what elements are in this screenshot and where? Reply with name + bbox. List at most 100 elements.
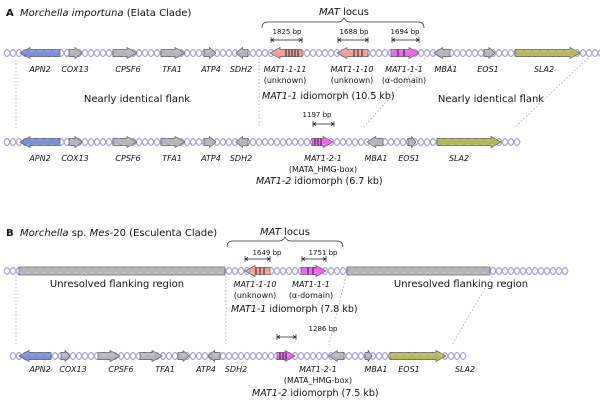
gene-label-mat1-1-11: MAT1-1-11 (264, 65, 307, 74)
panel-b-letter: B (6, 228, 14, 239)
gene-arrow-sdh2 (235, 46, 249, 60)
gene-label-apn2: APN2 (28, 154, 50, 163)
idiomorph-label-mat1-2: MAT1-2 idiomorph (6.7 kb) (256, 176, 383, 187)
size-label: 1825 bp (273, 28, 302, 36)
size-dimension-line (270, 37, 303, 43)
size-dimension-line (301, 256, 327, 262)
size-label: 1649 bp (253, 249, 282, 257)
panel-a-row1-labels: APN2 COX13 CPSF6 TFA1 ATP4 SDH2 MAT1-1-1… (28, 65, 554, 105)
gene-arrow-mba1 (328, 349, 345, 363)
size-label: 1751 bp (309, 249, 338, 257)
gene-label-atp4: ATP4 (200, 65, 221, 74)
gene-label-sla2: SLA2 (455, 365, 475, 374)
gene-label-sla2: SLA2 (449, 154, 469, 163)
gene-arrow-cpsf6 (112, 135, 138, 149)
flank-label-right: Nearly identical flank (438, 94, 544, 105)
panel-b-row1-labels: 1649 bp 1751 bp Unresolved flanking regi… (50, 249, 528, 315)
gene-arrow-tfa1 (139, 349, 163, 363)
gene-desc-mat1-1-11: (unknown) (264, 76, 307, 85)
gene-label-mat1-1-1: MAT1-1-1 (292, 280, 330, 289)
gene-arrow-eos1 (407, 135, 417, 149)
gene-label-apn2: APN2 (28, 65, 50, 74)
gene-arrow-mat1-1-1 (300, 264, 327, 278)
gene-arrow-sdh2 (207, 349, 221, 363)
gene-arrow-mat1-2-1 (276, 349, 296, 363)
gene-arrow-mat1-1-10 (336, 46, 369, 60)
gene-arrow-atp4 (203, 135, 217, 149)
size-dimension-line (244, 256, 271, 262)
size-label: 1286 bp (309, 325, 338, 333)
gene-desc-mat1-2-1: (MATA_HMG-box) (289, 165, 357, 174)
panel-a-locus-brace (261, 17, 425, 29)
gene-arrow-sla2 (436, 135, 502, 149)
gene-desc-mat1-2-1: (MATA_HMG-box) (284, 376, 352, 385)
gene-arrow-cox13 (68, 46, 83, 60)
panel-b-title: Morchella sp. Mes-20 (Esculenta Clade) (20, 228, 217, 239)
gene-label-mba1: MBA1 (435, 65, 458, 74)
gene-arrow-cox13 (68, 135, 83, 149)
size-label: 1694 bp (391, 28, 420, 36)
gene-arrow-atp4 (177, 349, 190, 363)
gene-arrow-mba1 (433, 46, 451, 60)
panel-b-locus-brace (226, 236, 344, 248)
panel-a-guides (15, 57, 589, 129)
gene-arrow-apn2 (18, 349, 52, 363)
gene-label-mat1-1-1: MAT1-1-1 (385, 65, 423, 74)
gene-arrow-mat1-1-10 (244, 264, 271, 278)
size-dimension-line (312, 121, 335, 127)
gene-label-mba1: MBA1 (365, 365, 388, 374)
gene-arrow-cpsf6 (97, 349, 121, 363)
panel-b-locus-label: MAT locus (260, 227, 310, 238)
idiomorph-label-mat1-1: MAT1-1 idiomorph (7.8 kb) (231, 304, 358, 315)
gene-arrow-tfa1 (160, 46, 186, 60)
gene-label-atp4: ATP4 (200, 154, 221, 163)
gene-label-eos1: EOS1 (398, 154, 420, 163)
gene-arrow-cox13 (60, 349, 71, 363)
gene-desc-mat1-1-1: (α-domain) (289, 291, 333, 300)
gene-arrow-sla2 (389, 349, 447, 363)
gene-label-tfa1: TFA1 (162, 154, 182, 163)
gene-arrow-apn2 (19, 46, 61, 60)
size-label: 1688 bp (340, 28, 369, 36)
gene-label-cpsf6: CPSF6 (115, 154, 140, 163)
unresolved-flank-right (346, 266, 491, 276)
gene-desc-mat1-1-10: (unknown) (331, 76, 374, 85)
gene-arrow-cpsf6 (112, 46, 138, 60)
panel-b: B Morchella sp. Mes-20 (Esculenta Clade)… (3, 227, 569, 399)
gene-label-sla2: SLA2 (534, 65, 554, 74)
panel-b-guides (15, 275, 493, 346)
gene-label-cox13: COX13 (61, 154, 88, 163)
unresolved-label-left: Unresolved flanking region (50, 279, 184, 290)
gene-label-sdh2: SDH2 (225, 365, 247, 374)
gene-arrow-apn2 (19, 135, 61, 149)
gene-label-mat1-1-10: MAT1-1-10 (331, 65, 374, 74)
panel-b-row2-labels: 1286 bp APN2 COX13 CPSF6 TFA1 ATP4 SDH2 … (28, 325, 475, 399)
size-dimension-line (276, 334, 297, 340)
gene-label-eos1: EOS1 (398, 365, 420, 374)
gene-label-sdh2: SDH2 (230, 65, 252, 74)
unresolved-flank-left (18, 266, 226, 276)
size-dimension-line (337, 37, 369, 43)
gene-label-mat1-1-10: MAT1-1-10 (234, 280, 277, 289)
gene-arrow-eos1 (483, 46, 496, 60)
panel-a: A Morchella importuna (Elata Clade) MAT … (3, 7, 600, 187)
unresolved-label-right: Unresolved flanking region (394, 279, 528, 290)
gene-arrow-sla2 (514, 46, 581, 60)
gene-label-sdh2: SDH2 (230, 154, 252, 163)
gene-desc-mat1-1-10: (unknown) (234, 291, 277, 300)
size-label: 1197 bp (303, 111, 332, 119)
panel-a-row1-sizes: 1825 bp 1688 bp 1694 bp (273, 28, 420, 36)
gene-arrow-mat1-1-1 (390, 46, 420, 60)
gene-arrow-mat1-1-11 (269, 46, 303, 60)
gene-arrow-tfa1 (160, 135, 186, 149)
gene-label-cox13: COX13 (59, 365, 86, 374)
gene-arrow-mat1-2-1 (311, 135, 334, 149)
idiomorph-label-mat1-1: MAT1-1 idiomorph (10.5 kb) (262, 91, 395, 102)
gene-label-tfa1: TFA1 (162, 65, 182, 74)
flank-label-left: Nearly identical flank (84, 94, 190, 105)
panel-a-row2-labels: APN2 COX13 CPSF6 TFA1 ATP4 SDH2 MAT1-2-1… (28, 111, 469, 187)
panel-a-title: Morchella importuna (Elata Clade) (20, 8, 191, 19)
panel-a-locus-label: MAT locus (319, 7, 369, 18)
gene-desc-mat1-1-1: (α-domain) (382, 76, 426, 85)
